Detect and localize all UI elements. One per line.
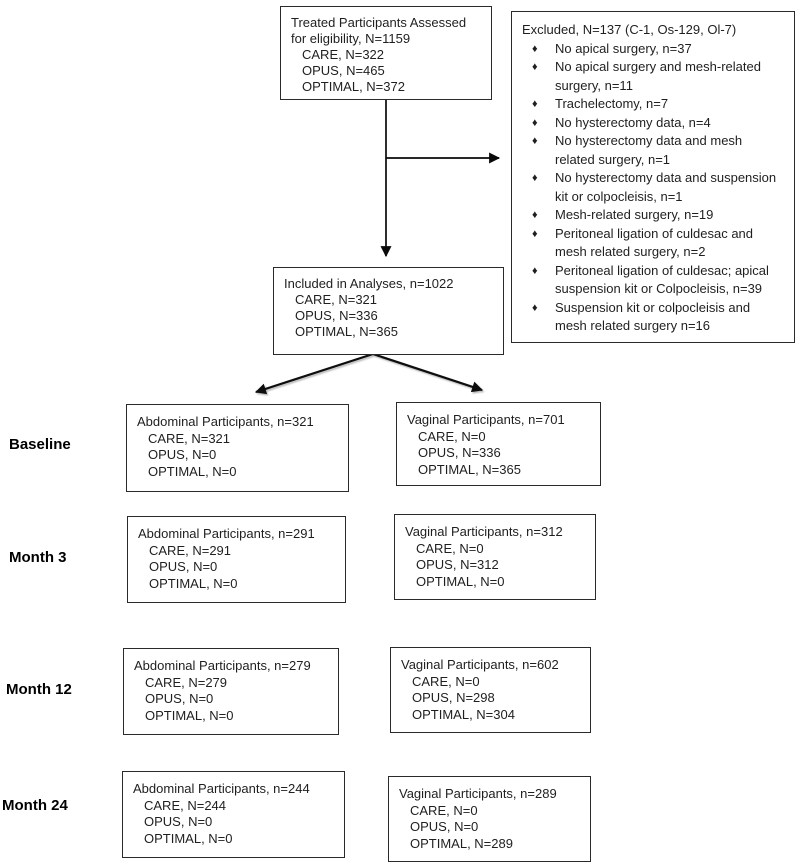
excluded-reason-item: ♦ Suspension kit or colpocleisis and mesh… [522,299,784,336]
excluded-reason-text: No apical surgery, n=37 [555,40,692,56]
diamond-bullet-icon: ♦ [532,227,538,240]
box-care: CARE, N=0 [418,428,486,444]
excluded-reason-item: ♦ No apical surgery, n=37 [522,40,784,59]
included-optimal: OPTIMAL, N=365 [295,324,398,339]
excluded-reason-item: ♦ No hysterectomy data, n=4 [522,114,784,133]
box-title: Vaginal Participants, n=289 [399,786,557,801]
excluded-reason-text: No hysterectomy data and suspension kit … [555,170,777,204]
row-label-month-12: Month 12 [6,681,72,698]
excluded-reason-text: No hysterectomy data, n=4 [555,114,711,130]
excluded-reason-text: No hysterectomy data and mesh related su… [555,133,743,167]
box-opus: OPUS, N=0 [144,814,213,829]
box-opus: OPUS, N=0 [149,559,218,574]
excluded-reason-item: ♦ No apical surgery and mesh-related surg… [522,58,784,95]
box-care: CARE, N=279 [145,674,228,690]
excluded-reason-item: ♦ Trachelectomy, n=7 [522,95,784,114]
excluded-reason-text: Peritoneal ligation of culdesac and mesh… [555,225,754,260]
box-title: Abdominal Participants, n=321 [137,414,314,429]
box-care: CARE, N=321 [148,430,231,446]
month24-vaginal-box: Vaginal Participants, n=289 CARE, N=0 OP… [388,776,591,862]
month3-vaginal-box: Vaginal Participants, n=312 CARE, N=0 OP… [394,514,596,600]
box-optimal: OPTIMAL, N=0 [144,830,233,846]
baseline-abdominal-box: Abdominal Participants, n=321 CARE, N=32… [126,404,349,492]
excluded-reason-text: Suspension kit or colpocleisis and mesh … [555,299,751,334]
box-optimal: OPTIMAL, N=0 [416,573,505,589]
excluded-reason-item: ♦ Peritoneal ligation of culdesac; apical… [522,262,784,299]
box-care: CARE, N=0 [416,540,484,556]
box-opus: OPUS, N=0 [148,447,217,462]
box-optimal: OPTIMAL, N=289 [410,835,513,851]
excluded-reason-item: ♦ Peritoneal ligation of culdesac and mes… [522,225,784,262]
excluded-title: Excluded, N=137 (C-1, Os-129, Ol-7) [522,22,737,37]
assessed-title: Treated Participants Assessed for eligib… [291,15,467,46]
month3-abdominal-box: Abdominal Participants, n=291 CARE, N=29… [127,516,346,603]
row-label-baseline: Baseline [9,436,71,453]
box-optimal: OPTIMAL, N=0 [149,575,238,591]
box-title: Vaginal Participants, n=602 [401,657,559,672]
box-care: CARE, N=0 [410,802,478,818]
box-optimal: OPTIMAL, N=304 [412,706,515,722]
box-opus: OPUS, N=0 [145,691,214,706]
box-title: Abdominal Participants, n=291 [138,526,315,541]
box-opus: OPUS, N=312 [416,557,499,572]
excluded-reason-text: Peritoneal ligation of culdesac; apical … [555,262,769,297]
box-optimal: OPTIMAL, N=365 [418,461,521,477]
excluded-reason-text: Trachelectomy, n=7 [555,96,669,111]
diamond-bullet-icon: ♦ [532,135,538,147]
month24-abdominal-box: Abdominal Participants, n=244 CARE, N=24… [122,771,345,858]
diamond-bullet-icon: ♦ [532,172,538,184]
excluded-reason-text: Mesh-related surgery, n=19 [555,207,714,222]
included-title: Included in Analyses, n=1022 [284,276,454,291]
excluded-box: Excluded, N=137 (C-1, Os-129, Ol-7) ♦ No … [511,11,795,343]
excluded-reason-item: ♦ No hysterectomy data and suspension kit… [522,169,784,206]
box-title: Vaginal Participants, n=701 [407,412,565,427]
included-opus: OPUS, N=336 [295,308,378,323]
arrow-included-to-vaginal [372,352,484,393]
box-optimal: OPTIMAL, N=0 [145,707,234,723]
assessed-box: Treated Participants Assessed for eligib… [280,6,492,100]
diamond-bullet-icon: ♦ [532,42,538,55]
diamond-bullet-icon: ♦ [532,264,538,277]
diamond-bullet-icon: ♦ [532,301,538,314]
assessed-care: CARE, N=322 [302,47,385,62]
excluded-reason-item: ♦ No hysterectomy data and mesh related s… [522,132,784,169]
assessed-optimal: OPTIMAL, N=372 [302,79,405,94]
assessed-opus: OPUS, N=465 [302,63,385,78]
diamond-bullet-icon: ♦ [532,116,538,129]
box-optimal: OPTIMAL, N=0 [148,463,237,479]
box-title: Vaginal Participants, n=312 [405,524,563,539]
box-care: CARE, N=291 [149,542,232,558]
row-label-month-24: Month 24 [2,797,68,814]
box-opus: OPUS, N=336 [418,445,501,460]
diamond-bullet-icon: ♦ [532,209,538,221]
box-opus: OPUS, N=0 [410,819,479,834]
month12-vaginal-box: Vaginal Participants, n=602 CARE, N=0 OP… [390,647,591,733]
month12-abdominal-box: Abdominal Participants, n=279 CARE, N=27… [123,648,339,735]
box-opus: OPUS, N=298 [412,690,495,705]
included-box: Included in Analyses, n=1022 CARE, N=321… [273,267,504,355]
included-care: CARE, N=321 [295,292,378,307]
box-title: Abdominal Participants, n=279 [134,658,311,673]
row-label-month-3: Month 3 [9,549,67,566]
diamond-bullet-icon: ♦ [532,61,538,73]
box-title: Abdominal Participants, n=244 [133,781,310,796]
excluded-reason-list: ♦ No apical surgery, n=37 ♦ No apical surge… [522,40,784,336]
box-care: CARE, N=244 [144,797,227,813]
excluded-reason-text: No apical surgery and mesh-related surge… [555,59,761,93]
excluded-reason-item: ♦ Mesh-related surgery, n=19 [522,206,784,225]
box-care: CARE, N=0 [412,673,480,689]
arrow-included-to-abdominal [254,352,374,395]
baseline-vaginal-box: Vaginal Participants, n=701 CARE, N=0 OP… [396,402,601,486]
diamond-bullet-icon: ♦ [532,98,538,110]
